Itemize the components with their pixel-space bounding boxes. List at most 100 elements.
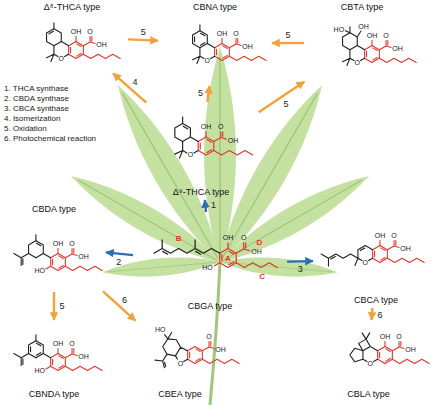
compound-name: CBNDA type [29, 389, 80, 400]
legend-text: 1. THCA synthase [4, 84, 68, 93]
atom-label: OH [96, 41, 107, 49]
compound-group: CBGA type [135, 214, 285, 312]
atom-label: OH [201, 123, 212, 131]
reaction-arrow [204, 200, 207, 212]
compound-name: CBTA type [341, 2, 383, 13]
step-number: 5 [285, 30, 290, 41]
legend-text: 2. CBDA synthase [4, 94, 69, 103]
atom-label: OH [400, 245, 411, 253]
atom-label: OH [405, 346, 416, 354]
step-number: 6 [122, 295, 127, 306]
atom-label: O [178, 360, 183, 368]
chemical-structure [14, 235, 102, 271]
atom-label: HO [155, 326, 166, 334]
atom-label: OH [53, 240, 64, 248]
step-number: 5 [198, 87, 203, 98]
reaction-arrow [207, 86, 209, 102]
atom-label: O [391, 232, 396, 240]
atom-label: O [383, 32, 388, 40]
compound-name: Δ⁸-THCA type [44, 2, 100, 13]
reaction-arrow [259, 82, 305, 113]
reaction-arrow [370, 308, 373, 320]
atom-label: HO [34, 267, 45, 275]
chemical-structure [350, 333, 429, 364]
step-number: 5 [141, 26, 146, 37]
compound-name: CBNA type [193, 2, 237, 13]
atom-label: HO [34, 367, 45, 375]
compound-name: CBCA type [354, 295, 398, 306]
atom-label: O [69, 240, 74, 248]
legend: 1. THCA synthase2. CBDA synthase3. CBCA … [4, 84, 96, 144]
atom-label: O [396, 333, 401, 341]
compound-name: CBEA type [158, 389, 202, 400]
atom-label: O [87, 28, 92, 36]
legend-text: 5. Oxidation [4, 124, 47, 133]
legend-item: 1. THCA synthase [4, 84, 96, 94]
reaction-arrow [53, 292, 55, 320]
atom-label: HO [334, 26, 345, 34]
chemical-structure [193, 25, 267, 64]
atom-label: O [205, 57, 210, 65]
legend-item: 6. Photochemical reaction [4, 134, 96, 144]
step-number: 4 [132, 77, 137, 88]
atom-label: O [355, 59, 360, 67]
atom-label: OH [392, 45, 403, 53]
step-number: 5 [283, 98, 288, 109]
step-number: 5 [59, 301, 64, 312]
ring-letter: A [225, 254, 231, 263]
atom-label: OH [78, 353, 89, 361]
reaction-arrow [113, 73, 146, 102]
atom-label: OH [71, 28, 82, 36]
step-number: 1 [211, 200, 216, 211]
atom-label: OH [217, 30, 228, 38]
ring-letter: B [176, 234, 182, 243]
atom-label: O [368, 360, 373, 368]
reaction-arrow [106, 252, 133, 255]
step-number: 3 [298, 264, 303, 275]
atom-label: O [233, 30, 238, 38]
atom-label: O [206, 333, 211, 341]
legend-text: 4. Isomerization [4, 114, 60, 123]
chemical-structure [321, 241, 424, 266]
compound-group: Δ⁹-THCA type [145, 104, 257, 198]
compound-name: CBDA type [32, 204, 76, 215]
legend-item: 3. CBCA synthase [4, 104, 96, 114]
atom-label: HO [202, 264, 213, 272]
reaction-arrow [103, 291, 135, 320]
atom-label: OH [53, 340, 64, 348]
atom-label: O [241, 234, 246, 242]
legend-item: 2. CBDA synthase [4, 94, 96, 104]
cannabis-leaf [65, 47, 376, 405]
atom-label: OH [242, 43, 253, 51]
legend-item: 4. Isomerization [4, 114, 96, 124]
atom-label: OH [251, 248, 262, 256]
atom-label: O [69, 340, 74, 348]
reaction-arrow [287, 260, 313, 263]
atom-label: O [59, 55, 64, 63]
atom-label: OH [358, 23, 369, 31]
reaction-arrow [128, 39, 158, 40]
atom-label: OH [78, 253, 89, 261]
atom-label: O [218, 123, 223, 131]
legend-item: 5. Oxidation [4, 124, 96, 134]
compound-name: CBLA type [347, 389, 390, 400]
compound-group: Δ⁸-THCA type [18, 2, 126, 72]
atom-label: OH [380, 333, 391, 341]
compound-group: CBTA type [306, 2, 418, 84]
compound-group: CBNDA type [4, 322, 104, 400]
atom-label: OH [228, 137, 239, 145]
atom-label: O [188, 151, 193, 159]
legend-text: 6. Photochemical reaction [4, 134, 96, 143]
chemical-structure [47, 23, 121, 62]
atom-label: OH [223, 234, 234, 242]
chemical-structure [343, 27, 417, 66]
legend-text: 3. CBCA synthase [4, 104, 69, 113]
chemical-structure [14, 335, 102, 371]
step-number: 2 [116, 256, 121, 267]
step-number: 6 [377, 309, 382, 320]
reaction-arrow [272, 42, 304, 44]
ring-letter: D [256, 237, 262, 246]
